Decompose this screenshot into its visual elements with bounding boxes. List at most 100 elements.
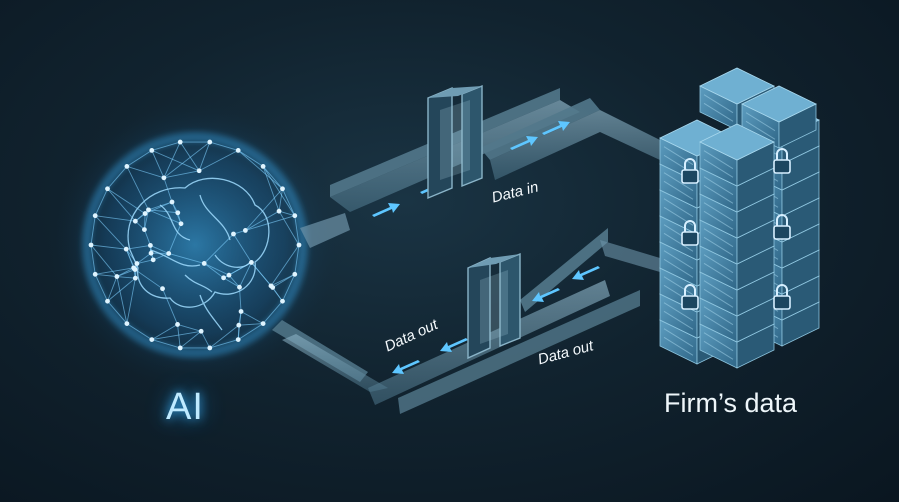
mesh-node [276, 208, 282, 214]
mesh-line [204, 263, 230, 276]
mesh-line [163, 177, 173, 203]
mesh-line [198, 141, 211, 171]
mesh-line [278, 210, 295, 217]
gate-icon [467, 252, 521, 360]
mesh-node [132, 275, 138, 281]
mesh-node [231, 231, 236, 237]
mesh-line [90, 244, 96, 275]
mesh-line [95, 273, 117, 278]
mesh-line [237, 150, 283, 190]
mesh-line [262, 166, 296, 216]
mesh-node [226, 272, 232, 278]
mesh-line [239, 262, 252, 288]
mesh-node [242, 228, 248, 233]
mesh-line [107, 188, 146, 214]
mesh-line [168, 223, 182, 254]
mesh-line [150, 244, 169, 254]
mesh-line [136, 252, 152, 264]
mesh-node [270, 285, 276, 290]
mesh-node [235, 147, 241, 153]
mesh-node [198, 328, 204, 334]
mesh-line [107, 276, 118, 302]
mesh-line [107, 277, 136, 302]
mesh-node [296, 242, 302, 248]
mesh-line [278, 188, 283, 212]
mesh-line [94, 188, 108, 216]
mesh-line [270, 273, 295, 287]
mesh-node [292, 213, 298, 219]
mesh-line [90, 244, 118, 277]
mesh-line [262, 166, 283, 190]
mesh-line [233, 233, 252, 263]
mesh-line [151, 150, 165, 179]
mesh-node [147, 243, 153, 248]
mesh-line [240, 311, 264, 324]
mesh-line [134, 269, 163, 290]
mesh-line [163, 141, 181, 179]
lock-icon [773, 148, 791, 174]
mesh-line [95, 267, 134, 275]
mesh-line [143, 209, 149, 230]
mesh-node [92, 213, 98, 219]
mesh-line [168, 253, 205, 264]
mesh-node [177, 345, 183, 351]
mesh-node [92, 271, 98, 277]
mesh-line [162, 288, 178, 325]
mesh-node [235, 337, 241, 343]
mesh-line [262, 166, 280, 212]
mesh-line [209, 339, 239, 349]
mesh-line [163, 170, 200, 179]
server-unit [741, 85, 817, 149]
mesh-line [278, 210, 300, 246]
mesh-line [179, 330, 202, 349]
mesh-node [124, 321, 130, 326]
mesh-line [262, 300, 283, 324]
mesh-node [292, 271, 298, 277]
mesh-line [179, 141, 200, 172]
mesh-line [151, 339, 181, 349]
mesh-line [136, 259, 154, 265]
mesh-line [107, 166, 128, 190]
mesh-line [203, 233, 234, 264]
mesh-node [177, 139, 183, 145]
mesh-line [177, 324, 181, 348]
mesh-line [282, 274, 296, 302]
mesh-node [178, 221, 184, 227]
mesh-line [90, 215, 96, 246]
mesh-line [203, 263, 224, 279]
mesh-line [153, 253, 169, 261]
brain-icon [127, 177, 270, 331]
arrow-icon [392, 266, 600, 374]
mesh-line [237, 323, 264, 340]
mesh-node [260, 164, 266, 169]
mesh-line [209, 324, 240, 349]
mesh-line [238, 323, 264, 326]
mesh-node [150, 257, 156, 263]
mesh-line [245, 188, 283, 231]
mesh-node [146, 207, 151, 213]
mesh-node [142, 227, 147, 232]
mesh-line [148, 209, 178, 214]
mesh-line [126, 166, 149, 211]
mesh-node [134, 261, 140, 266]
server-stack [659, 67, 820, 369]
ai-brain-orb [45, 95, 345, 395]
mesh-line [245, 215, 295, 231]
mesh-line [228, 274, 240, 288]
mesh-node [175, 322, 180, 327]
mesh-line [126, 323, 153, 340]
mesh-line [270, 244, 300, 287]
mesh-line [151, 149, 200, 172]
mesh-line [94, 274, 108, 302]
ai-label: AI [166, 386, 204, 428]
mesh-line [294, 244, 300, 275]
server-unit [699, 123, 775, 187]
mesh-line [294, 215, 300, 246]
lock-icon [681, 284, 699, 310]
mesh-node [238, 309, 244, 314]
mesh-node [161, 175, 167, 181]
mesh-line [223, 277, 240, 288]
mesh-line [95, 215, 136, 222]
